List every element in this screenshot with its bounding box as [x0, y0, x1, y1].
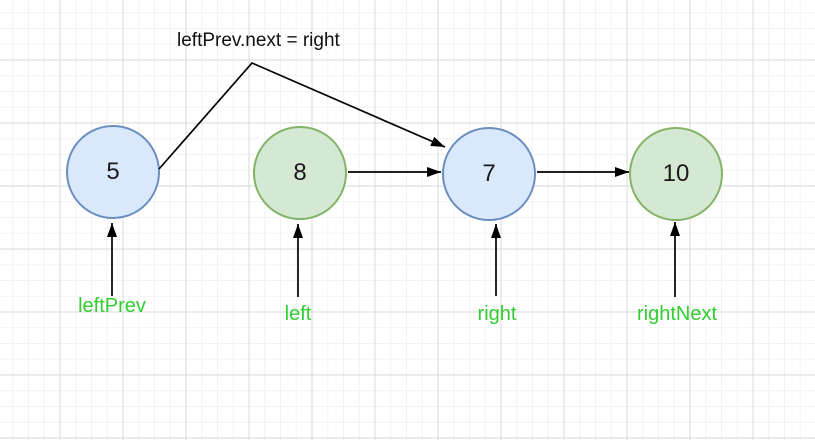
assignment-arrow-5-to-7[interactable]: [158, 61, 446, 170]
pointer-label-left[interactable]: left: [284, 303, 312, 325]
node-7[interactable]: 7: [442, 127, 536, 221]
pointer-label-right[interactable]: right: [477, 303, 517, 325]
annotation-text[interactable]: leftPrev.next = right: [177, 30, 340, 51]
pointer-label-rightnext[interactable]: rightNext: [636, 303, 718, 325]
node-10-value: 10: [662, 160, 690, 187]
pointer-label-leftprev[interactable]: leftPrev: [78, 295, 146, 317]
node-8[interactable]: 8: [253, 126, 347, 220]
node-5-value: 5: [106, 158, 120, 185]
node-8-value: 8: [293, 159, 307, 186]
node-5[interactable]: 5: [66, 125, 160, 219]
node-7-value: 7: [482, 160, 496, 187]
node-10[interactable]: 10: [629, 127, 723, 221]
